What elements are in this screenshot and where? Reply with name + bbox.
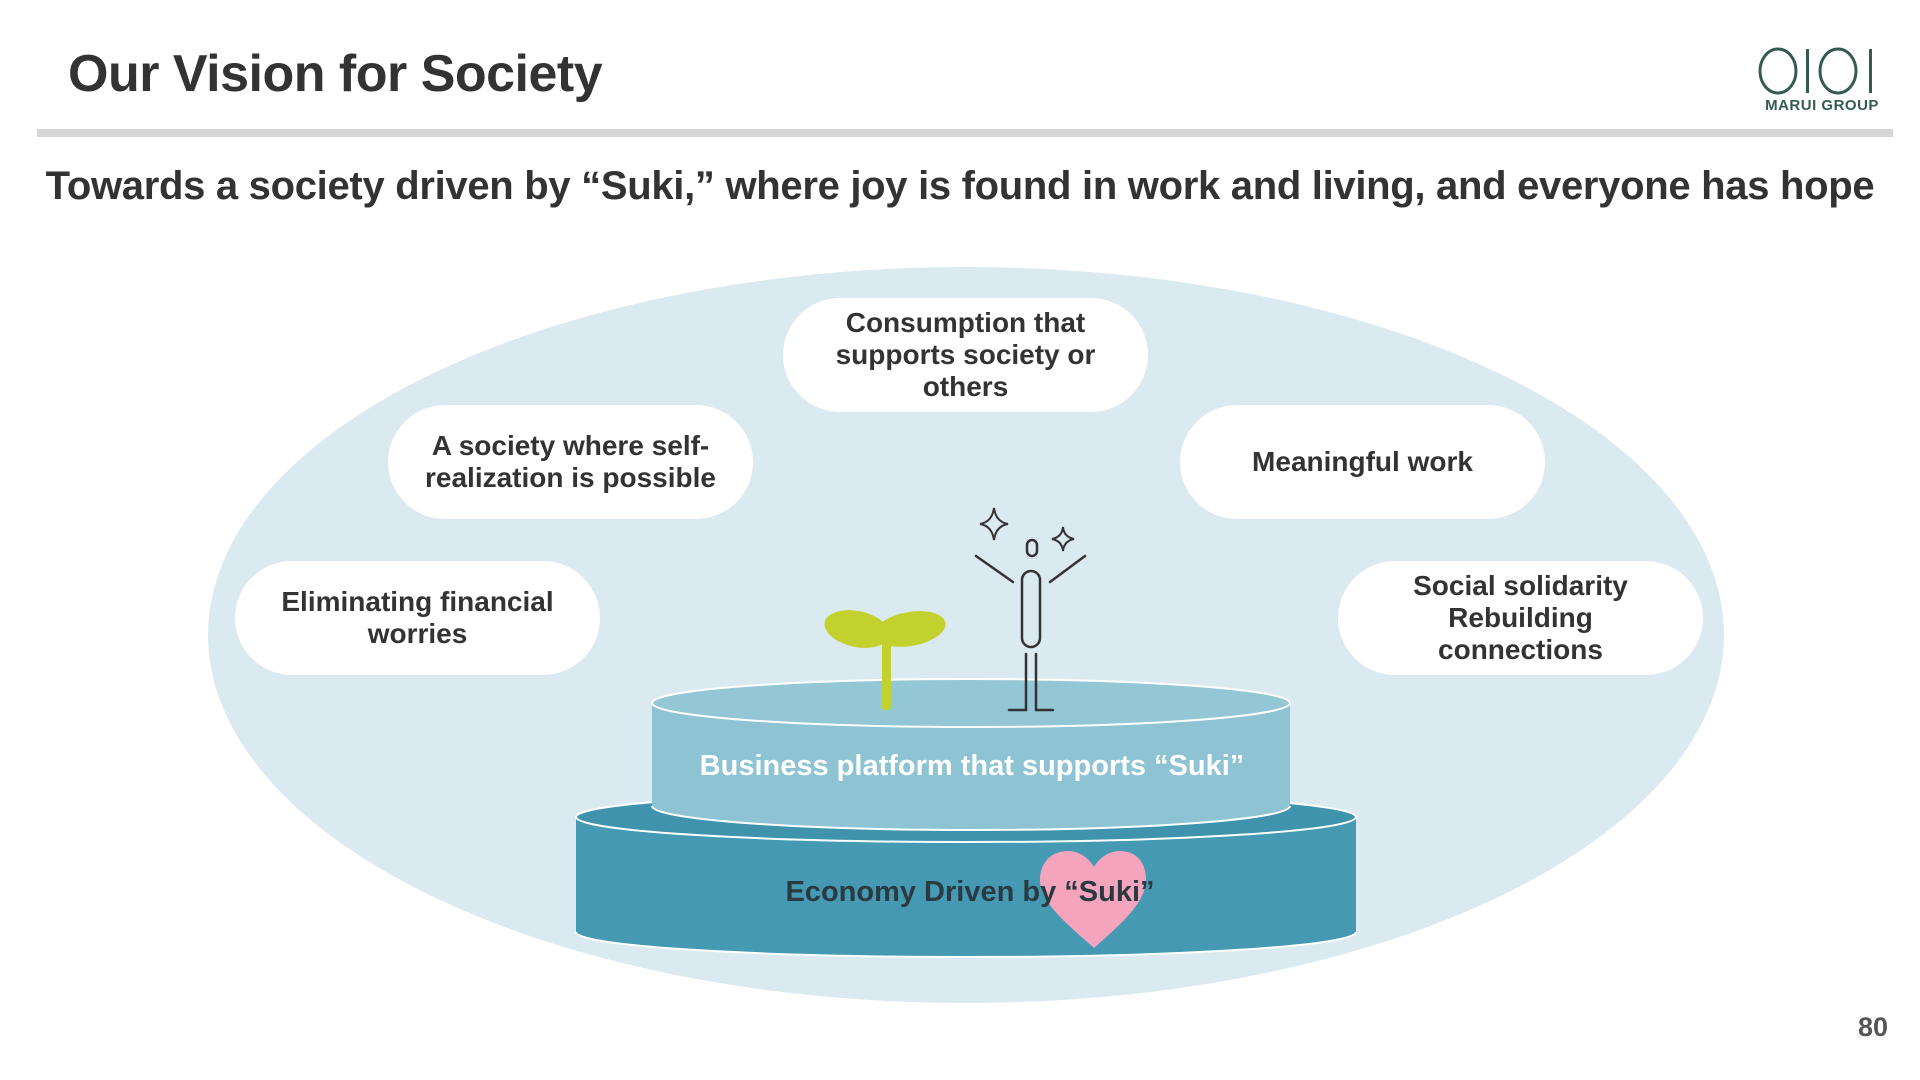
- economy-tier-label: Economy Driven by “Suki”: [785, 876, 1155, 908]
- heart-icon: [1040, 851, 1146, 948]
- pill-meaningful-work: Meaningful work: [1180, 405, 1545, 519]
- page-title: Our Vision for Society: [68, 45, 603, 103]
- subtitle: Towards a society driven by “Suki,” wher…: [45, 164, 1875, 208]
- platform-tier-label: Business platform that supports “Suki”: [699, 750, 1245, 782]
- person-icon: [974, 538, 1087, 712]
- pill-financial-worries: Eliminating financial worries: [235, 561, 600, 675]
- marui-logo: [1758, 47, 1872, 95]
- sparkle-icon: [1051, 526, 1075, 552]
- sparkle-icon: [979, 507, 1009, 541]
- pill-consumption: Consumption that supports society or oth…: [783, 298, 1148, 412]
- logo-wordmark: MARUI GROUP: [1765, 97, 1879, 114]
- title-divider: [37, 129, 1893, 137]
- page-number: 80: [1857, 1012, 1888, 1042]
- platform-tier: [651, 678, 1291, 831]
- sprout-icon: [824, 610, 946, 710]
- pill-social-solidarity: Social solidarity Rebuilding connections: [1338, 561, 1703, 675]
- pill-self-realization: A society where self- realization is pos…: [388, 405, 753, 519]
